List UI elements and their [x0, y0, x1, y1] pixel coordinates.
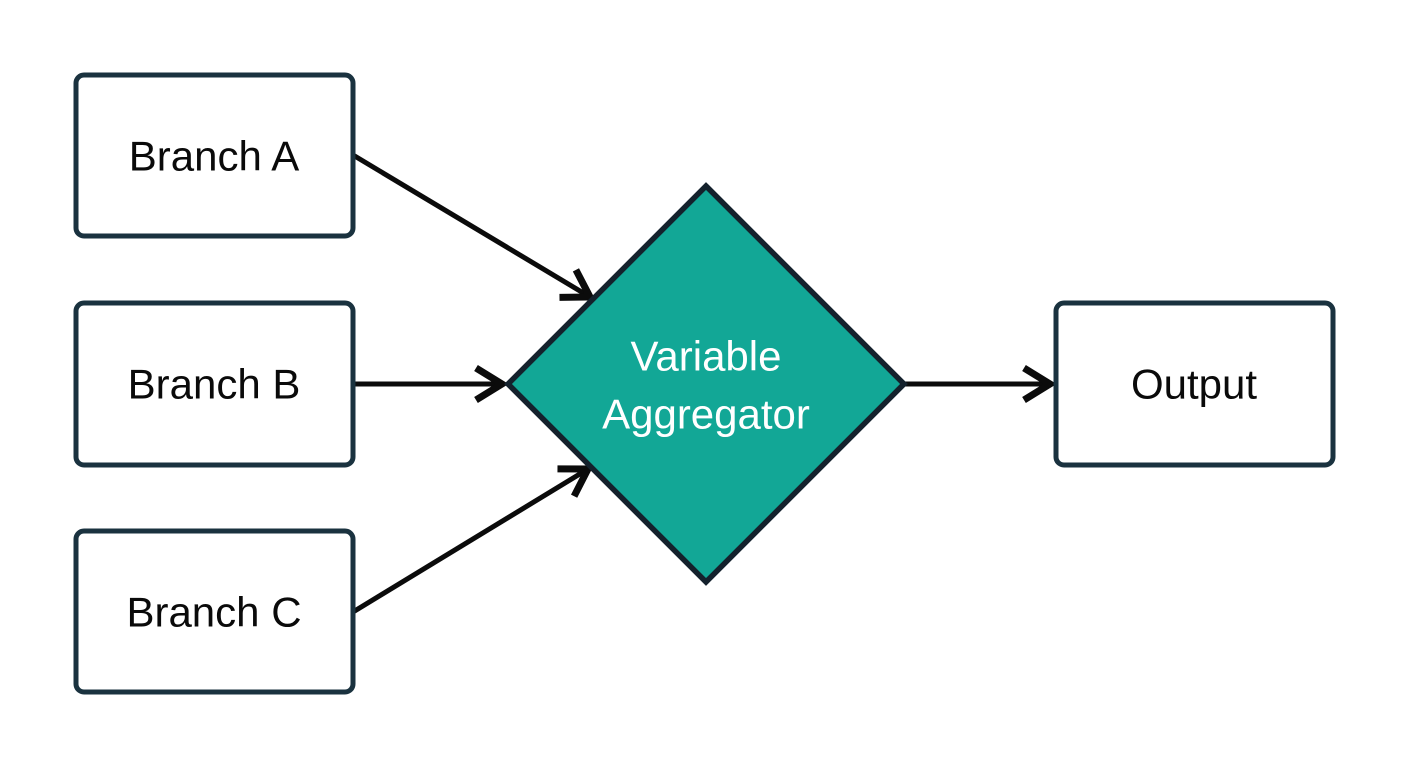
node-variable-aggregator-label-line2: Aggregator: [602, 391, 810, 438]
edge-branch-a-to-aggregator: [351, 152, 590, 297]
node-branch-c-label: Branch C: [126, 589, 301, 636]
node-output-label: Output: [1131, 361, 1257, 408]
node-output: Output: [1053, 300, 1336, 468]
node-branch-b-label: Branch B: [128, 361, 301, 408]
edge-branch-c-to-aggregator: [351, 469, 588, 615]
node-branch-c-box: [73, 528, 356, 695]
node-branch-b-box: [73, 300, 356, 468]
node-branch-b: Branch B: [73, 300, 356, 468]
node-variable-aggregator-label-line1: Variable: [631, 333, 782, 380]
node-output-box: [1053, 300, 1336, 468]
node-branch-a-box: [73, 72, 356, 239]
node-variable-aggregator: Variable Aggregator: [504, 182, 908, 586]
node-branch-c: Branch C: [73, 528, 356, 695]
node-variable-aggregator-diamond: [504, 182, 908, 586]
node-branch-a: Branch A: [73, 72, 356, 239]
node-branch-a-label: Branch A: [129, 133, 299, 180]
